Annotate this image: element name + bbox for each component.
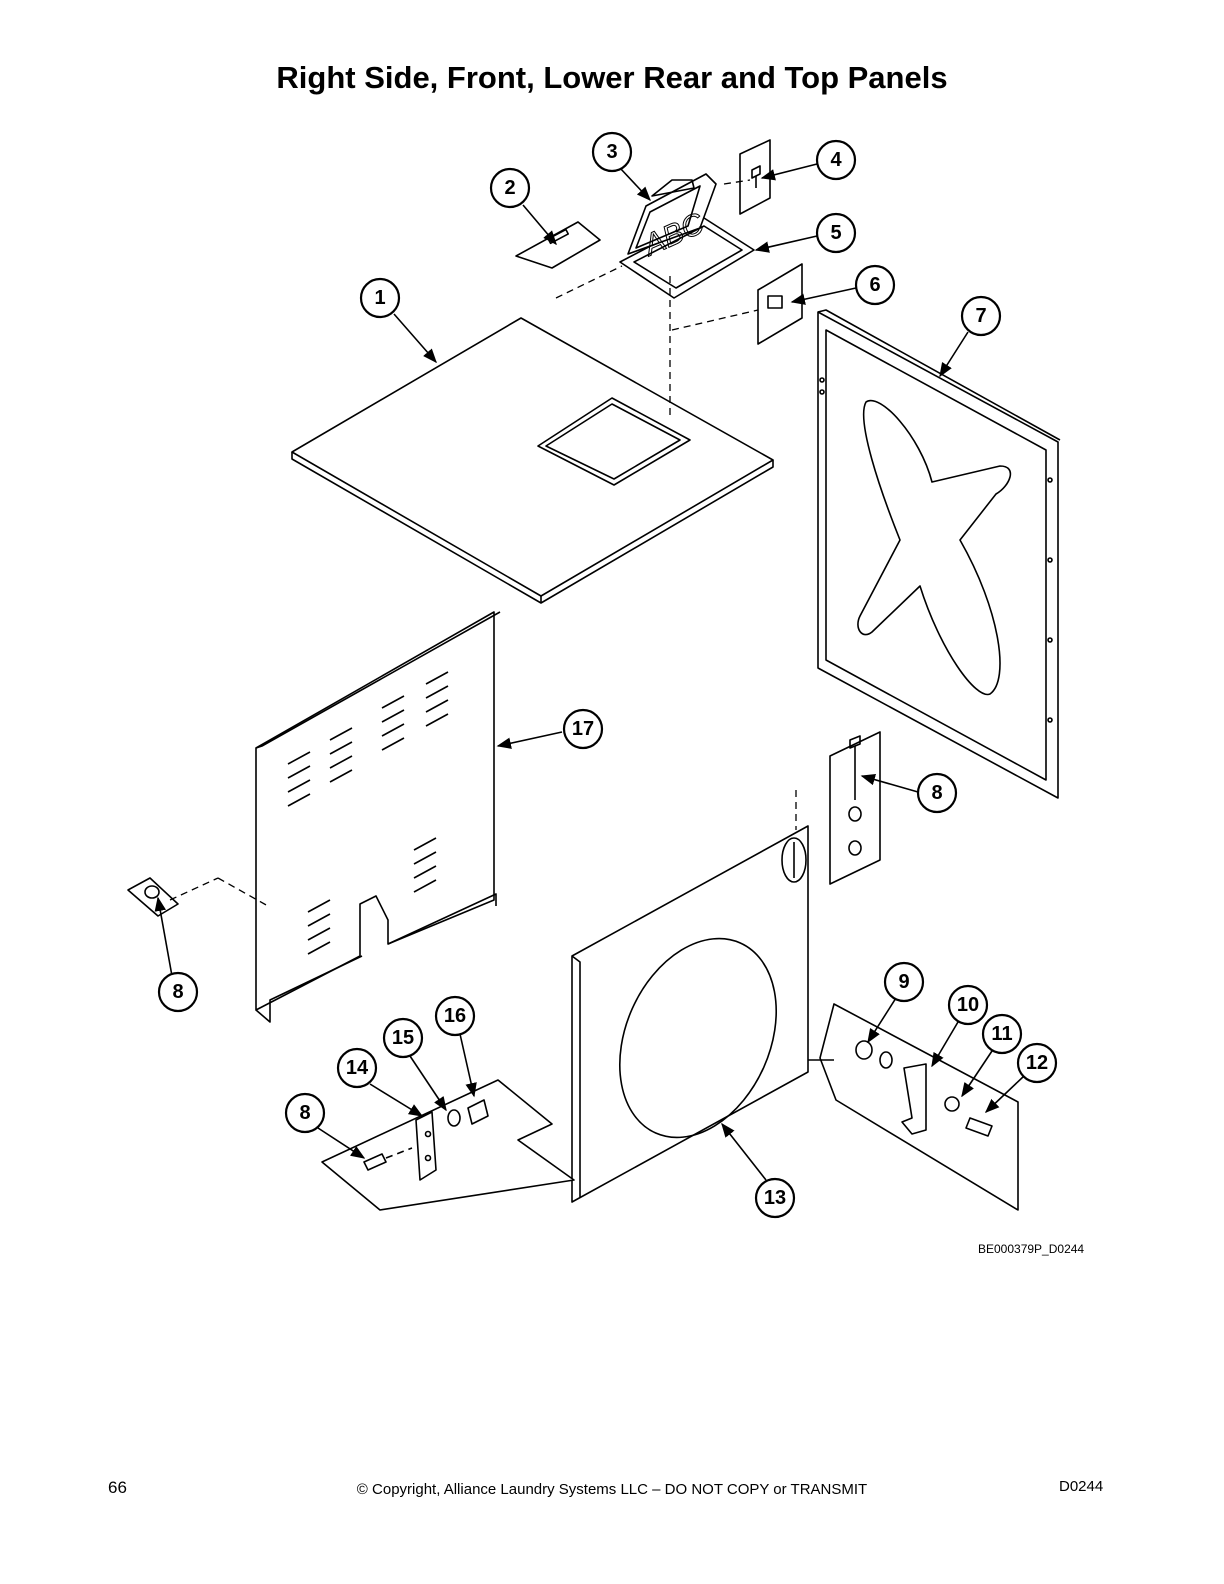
callout-3: 3: [591, 131, 633, 173]
callout-11: 11: [981, 1013, 1023, 1055]
callout-5: 5: [815, 212, 857, 254]
document-code: D0244: [1059, 1478, 1104, 1495]
callout-8-right: 8: [916, 772, 958, 814]
svg-text:16: 16: [444, 1005, 466, 1027]
front-panel: [571, 825, 809, 1203]
callout-6: 6: [854, 264, 896, 306]
page-title: Right Side, Front, Lower Rear and Top Pa…: [276, 60, 948, 95]
callout-17: 17: [562, 708, 604, 750]
callout-15: 15: [382, 1017, 424, 1059]
right-side-panel: [817, 309, 1061, 799]
callout-10: 10: [947, 984, 989, 1026]
svg-text:7: 7: [975, 305, 986, 327]
callout-2: 2: [489, 167, 531, 209]
svg-text:2: 2: [504, 177, 515, 199]
screw-detail-4: [739, 139, 771, 215]
screw-detail-8-left: [127, 877, 179, 917]
hinge-detail-right: [819, 1003, 1019, 1211]
svg-text:12: 12: [1026, 1052, 1048, 1074]
callout-9: 9: [883, 961, 925, 1003]
svg-text:4: 4: [830, 149, 842, 171]
callout-7: 7: [960, 295, 1002, 337]
svg-text:3: 3: [606, 141, 617, 163]
callout-13: 13: [754, 1177, 796, 1219]
svg-text:13: 13: [764, 1187, 786, 1209]
leader-arrows: [154, 163, 1025, 1181]
louvers: [287, 671, 449, 955]
top-panel: [291, 317, 774, 604]
clip-detail-6: [757, 263, 803, 345]
callout-4: 4: [815, 139, 857, 181]
label-sheet: [515, 221, 601, 269]
svg-text:8: 8: [931, 782, 942, 804]
callout-1: 1: [359, 277, 401, 319]
lower-rear-panel: [255, 611, 501, 1023]
callout-8-hinge: 8: [284, 1092, 326, 1134]
svg-text:8: 8: [172, 981, 183, 1003]
hinge-detail-left: [321, 1079, 575, 1211]
svg-text:9: 9: [898, 971, 909, 993]
svg-text:6: 6: [869, 274, 880, 296]
svg-text:14: 14: [346, 1057, 369, 1079]
callout-8-left: 8: [157, 971, 199, 1013]
callout-12: 12: [1016, 1042, 1058, 1084]
screw-detail-8-right: [829, 731, 881, 885]
svg-text:17: 17: [572, 718, 594, 740]
svg-text:10: 10: [957, 994, 979, 1016]
svg-text:8: 8: [299, 1102, 310, 1124]
drawing-id: BE000379P_D0244: [978, 1242, 1085, 1256]
svg-text:1: 1: [374, 287, 385, 309]
svg-text:5: 5: [830, 222, 841, 244]
page-number: 66: [108, 1478, 127, 1497]
svg-text:15: 15: [392, 1027, 414, 1049]
callout-16: 16: [434, 995, 476, 1037]
svg-text:11: 11: [991, 1023, 1012, 1045]
copyright-notice: © Copyright, Alliance Laundry Systems LL…: [356, 1481, 868, 1498]
callout-14: 14: [336, 1047, 378, 1089]
